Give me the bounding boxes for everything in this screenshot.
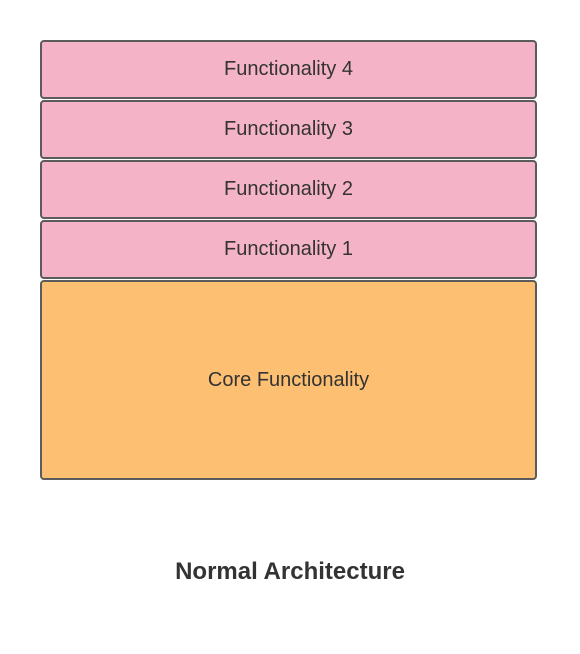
functionality-2-label: Functionality 2 (224, 178, 353, 200)
functionality-3-layer: Functionality 3 (40, 100, 537, 159)
functionality-3-label: Functionality 3 (224, 118, 353, 140)
diagram-caption: Normal Architecture (175, 558, 405, 585)
functionality-1-layer: Functionality 1 (40, 220, 537, 279)
functionality-2-layer: Functionality 2 (40, 160, 537, 219)
core-functionality-label: Core Functionality (207, 368, 370, 391)
core-functionality-layer: Core Functionality (40, 280, 537, 480)
functionality-4-layer: Functionality 4 (40, 40, 537, 99)
functionality-1-label: Functionality 1 (224, 238, 353, 260)
functionality-4-label: Functionality 4 (224, 58, 353, 80)
